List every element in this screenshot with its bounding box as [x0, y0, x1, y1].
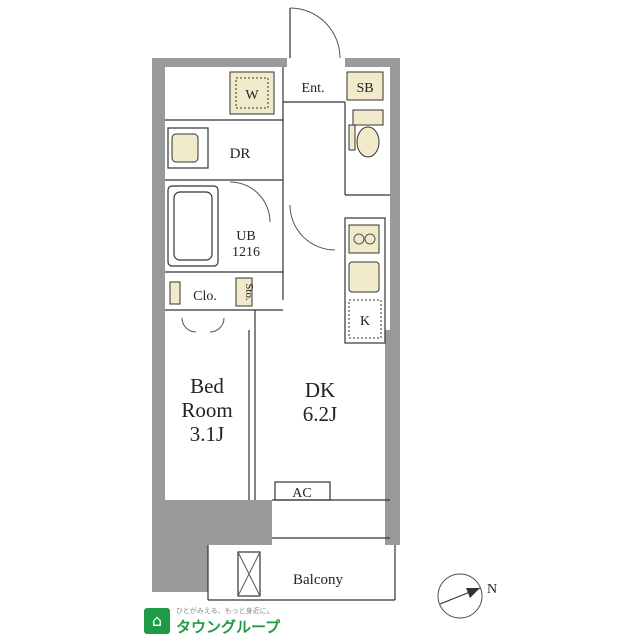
logo-mark: ⌂ — [144, 608, 170, 634]
shoe-box — [346, 71, 384, 101]
logo-tagline: ひとがみえる、もっと身近に。 — [176, 606, 274, 615]
bedroom-label-line1: Bed — [190, 374, 224, 398]
bathtub-inner — [173, 191, 213, 261]
compass: N — [437, 573, 497, 619]
company-logo: ⌂ ひとがみえる、もっと身近に。 タウングループ — [144, 606, 280, 636]
balcony-hatch — [237, 551, 261, 597]
entrance-label: Ent. — [302, 81, 325, 96]
dk-size-label: 6.2J — [303, 402, 337, 426]
kitchen-counter — [344, 217, 386, 344]
shoe-box-label: SB — [356, 81, 373, 96]
closet-label: Clo. — [193, 289, 217, 304]
closet-door-right — [209, 317, 225, 333]
storage-label: Sto. — [243, 283, 255, 301]
dk-door-swing — [289, 204, 336, 251]
compass-north-label: N — [487, 582, 497, 597]
dressing-room-label: DR — [230, 146, 251, 162]
closet-door-left — [181, 317, 197, 333]
air-conditioner — [274, 481, 331, 501]
washer-label: W — [245, 88, 259, 103]
exterior-wall-left — [152, 58, 287, 592]
bath-label: UB — [236, 229, 255, 244]
washer-space — [229, 71, 275, 115]
bedroom-size-label: 3.1J — [190, 422, 224, 446]
closet-rail — [169, 281, 181, 305]
logo-name: タウングループ — [176, 617, 281, 636]
toilet — [348, 109, 384, 158]
bedroom-label-line2: Room — [181, 398, 232, 422]
entrance-door — [289, 7, 341, 59]
balcony-label: Balcony — [293, 572, 343, 588]
bathtub-outer — [167, 185, 219, 267]
exterior-wall-right-lower — [385, 330, 400, 545]
wash-basin — [171, 133, 199, 163]
air-conditioner-label: AC — [292, 486, 311, 501]
storage — [235, 277, 253, 307]
bath-size-label: 1216 — [232, 245, 260, 260]
wash-basin-counter — [167, 127, 209, 169]
kitchen-label: K — [360, 314, 370, 329]
dk-label: DK — [305, 378, 335, 402]
washer-outline — [235, 77, 269, 109]
fridge-space — [348, 299, 382, 339]
bath-door-swing — [229, 181, 271, 223]
kitchen-sink — [348, 261, 380, 293]
